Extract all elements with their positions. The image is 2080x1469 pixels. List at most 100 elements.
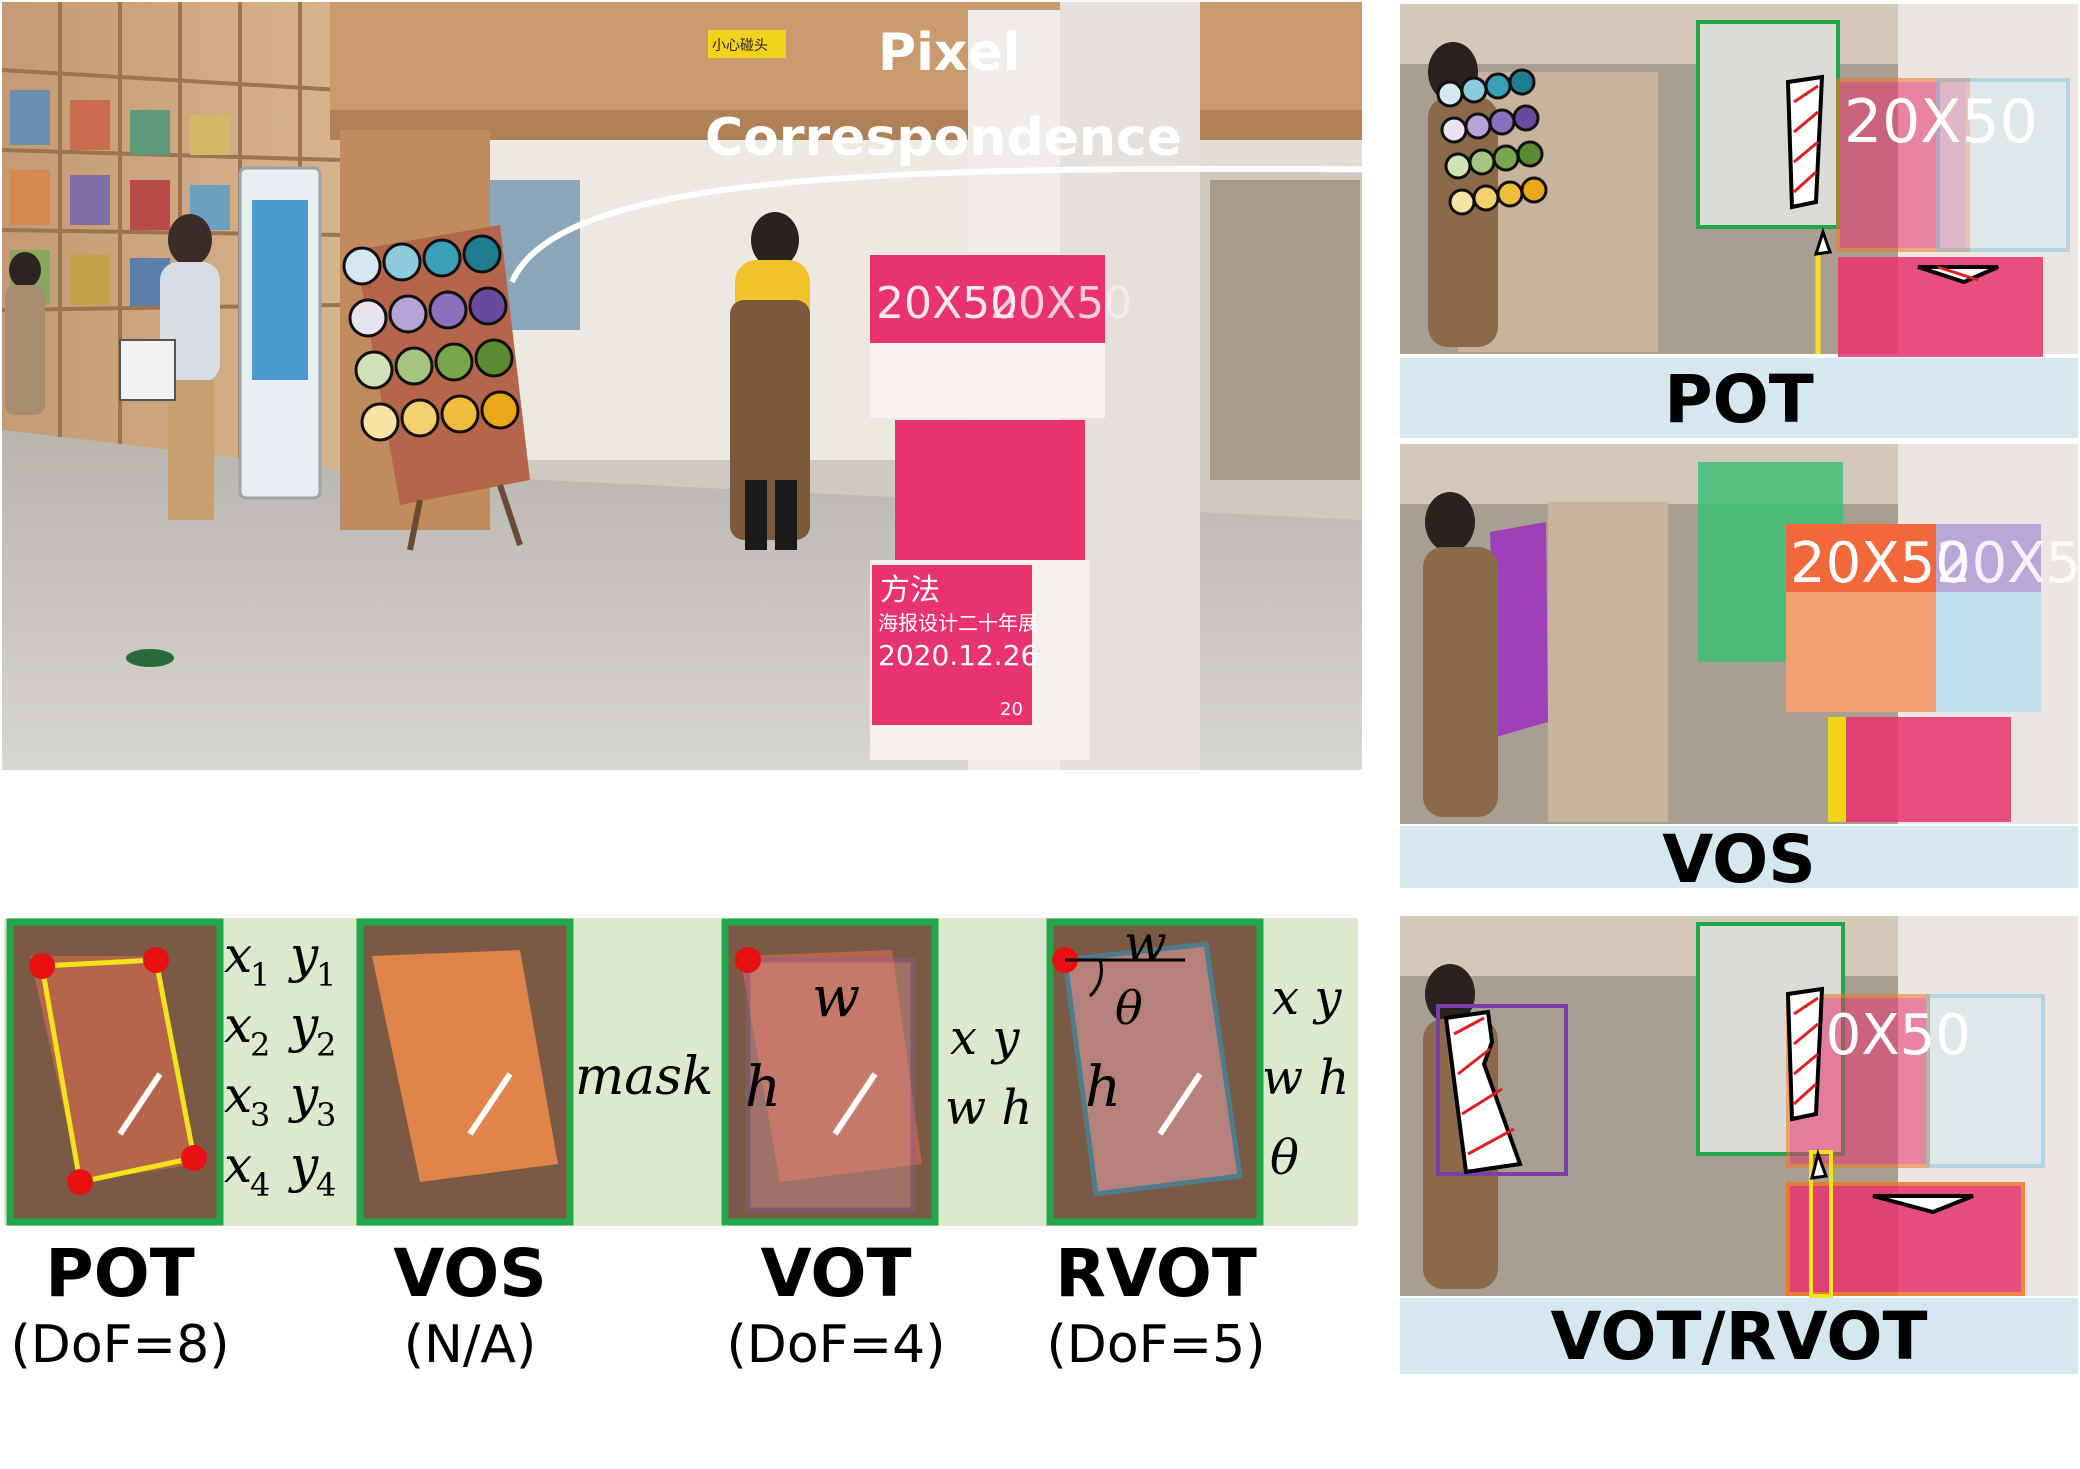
svg-text:2: 2 bbox=[250, 1026, 270, 1064]
svg-text:20X50: 20X50 bbox=[1790, 531, 1971, 596]
annotation-line1: Pixel bbox=[878, 23, 1021, 83]
svg-text:θ: θ bbox=[1115, 981, 1143, 1035]
caption-title-vot: VOT bbox=[760, 1235, 911, 1312]
correspondence-dot bbox=[1516, 140, 1544, 168]
corner-point bbox=[181, 1145, 207, 1171]
svg-text:3: 3 bbox=[316, 1096, 336, 1134]
corner-point bbox=[29, 953, 55, 979]
caption-dof-vos: (N/A) bbox=[404, 1315, 537, 1375]
correspondence-dot bbox=[434, 342, 474, 382]
vot-wh-label: w h bbox=[945, 1080, 1032, 1136]
caption-title-vos: VOS bbox=[393, 1235, 547, 1312]
correspondence-dot bbox=[360, 402, 400, 442]
correspondence-dot bbox=[1436, 80, 1464, 108]
rvot-xy-label: x y bbox=[1272, 970, 1342, 1026]
person-far-left bbox=[5, 252, 45, 415]
hanging-sign bbox=[708, 30, 786, 58]
main-scene-photo: 20X50 20X50 方法 海报设计二十年展 2020.12.26 20 小心… bbox=[1, 2, 1362, 770]
svg-text:1: 1 bbox=[316, 956, 336, 994]
caption-title-pot: POT bbox=[45, 1235, 195, 1312]
corner-point bbox=[143, 947, 169, 973]
thumb-rvot: w θ h bbox=[1046, 914, 1264, 1226]
svg-text:20X50: 20X50 bbox=[990, 278, 1132, 329]
task-captions: POT (DoF=8) VOS (N/A) VOT (DoF=4) RVOT (… bbox=[11, 1235, 1266, 1375]
correspondence-dot bbox=[394, 346, 434, 386]
correspondence-dot bbox=[388, 294, 428, 334]
correspondence-dot bbox=[1464, 112, 1492, 140]
svg-text:y: y bbox=[288, 926, 319, 984]
pot-coordinates: x 1 y 1 x 2 y 2 x 3 y 3 x 4 y 4 bbox=[224, 926, 336, 1204]
svg-text:w: w bbox=[1124, 914, 1167, 972]
panel-label-vos: VOS bbox=[1662, 821, 1816, 898]
correspondence-dot bbox=[462, 234, 502, 274]
correspondence-dot bbox=[1496, 180, 1524, 208]
vos-mask-label: mask bbox=[575, 1047, 714, 1107]
correspondence-dot bbox=[440, 394, 480, 434]
svg-text:20X50: 20X50 bbox=[1936, 531, 2080, 596]
correspondence-dot bbox=[474, 338, 514, 378]
correspondence-dot bbox=[1508, 68, 1536, 96]
svg-text:4: 4 bbox=[316, 1166, 336, 1204]
person-left bbox=[119, 214, 220, 520]
svg-text:x: x bbox=[224, 926, 252, 984]
svg-text:y: y bbox=[288, 1136, 319, 1194]
svg-text:20: 20 bbox=[1000, 699, 1023, 720]
thumb-vot: w h bbox=[721, 918, 939, 1226]
svg-text:x: x bbox=[224, 1136, 252, 1194]
correspondence-dot bbox=[400, 398, 440, 438]
correspondence-dot bbox=[354, 350, 394, 390]
correspondence-dot bbox=[1512, 104, 1540, 132]
correspondence-dot bbox=[428, 290, 468, 330]
correspondence-dot bbox=[1460, 76, 1488, 104]
books-shelf bbox=[10, 90, 230, 306]
rvot-wh-label: w h bbox=[1262, 1050, 1349, 1106]
svg-text:海报设计二十年展: 海报设计二十年展 bbox=[878, 611, 1038, 635]
caption-dof-vot: (DoF=4) bbox=[727, 1315, 946, 1375]
person-center bbox=[730, 212, 810, 550]
svg-text:2: 2 bbox=[316, 1026, 336, 1064]
correspondence-dot bbox=[1448, 188, 1476, 216]
correspondence-dot bbox=[1484, 72, 1512, 100]
correspondence-dot bbox=[422, 238, 462, 278]
svg-text:y: y bbox=[288, 1066, 319, 1124]
task-comparison-strip: x 1 y 1 x 2 y 2 x 3 y 3 x 4 y 4 mask w h… bbox=[4, 914, 1358, 1226]
annotation-line2: Correspondence bbox=[705, 108, 1182, 168]
svg-text:4: 4 bbox=[250, 1166, 270, 1204]
vot-xy-label: x y bbox=[950, 1010, 1020, 1066]
panel-label-bg bbox=[1400, 358, 2078, 438]
correspondence-dot bbox=[342, 246, 382, 286]
poster-block: 20X50 20X50 方法 海报设计二十年展 2020.12.26 20 bbox=[870, 255, 1132, 760]
corner-point bbox=[67, 1169, 93, 1195]
correspondence-dot bbox=[1492, 144, 1520, 172]
svg-text:h: h bbox=[1085, 1055, 1121, 1120]
correspondence-dot bbox=[1444, 152, 1472, 180]
panel-vot-rvot: 20X50 VOT/RVOT bbox=[1400, 916, 2078, 1375]
correspondence-dot bbox=[480, 390, 520, 430]
svg-text:x: x bbox=[224, 996, 252, 1054]
correspondence-dot bbox=[1468, 148, 1496, 176]
svg-text:w: w bbox=[812, 965, 860, 1030]
svg-text:方法: 方法 bbox=[880, 573, 940, 608]
thumb-vos bbox=[356, 918, 574, 1226]
correspondence-dot bbox=[1440, 116, 1468, 144]
panel-vos: 20X50 20X50 VOS bbox=[1400, 444, 2080, 898]
correspondence-dot bbox=[1488, 108, 1516, 136]
thumb-pot bbox=[6, 918, 224, 1226]
svg-text:3: 3 bbox=[250, 1096, 270, 1134]
caption-dof-pot: (DoF=8) bbox=[11, 1315, 230, 1375]
svg-text:20X50: 20X50 bbox=[876, 278, 1018, 329]
panel-label-pot: POT bbox=[1664, 361, 1814, 438]
correspondence-dot bbox=[348, 298, 388, 338]
correspondence-dot bbox=[1520, 176, 1548, 204]
caption-dof-rvot: (DoF=5) bbox=[1047, 1315, 1266, 1375]
correspondence-dot bbox=[468, 286, 508, 326]
svg-text:2020.12.26: 2020.12.26 bbox=[878, 639, 1038, 672]
svg-text:y: y bbox=[288, 996, 319, 1054]
panel-pot: 20X50 POT bbox=[1400, 4, 2078, 438]
anchor-point bbox=[735, 947, 761, 973]
caption-title-rvot: RVOT bbox=[1055, 1235, 1257, 1312]
svg-text:x: x bbox=[224, 1066, 252, 1124]
correspondence-dot bbox=[1472, 184, 1500, 212]
floor-marker bbox=[126, 649, 174, 667]
correspondence-dots bbox=[342, 234, 520, 442]
